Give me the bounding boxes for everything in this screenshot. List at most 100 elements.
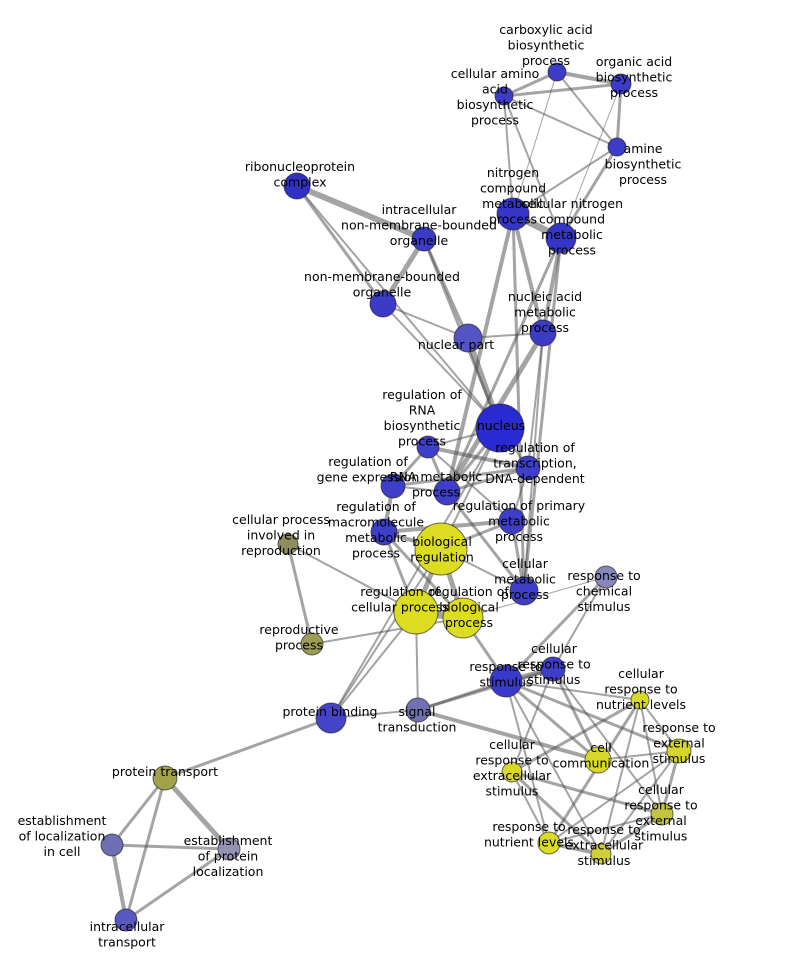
edge-organic--amine — [615, 82, 623, 149]
edge-est_prot_loc--intra_transport — [124, 847, 231, 922]
node-prot_bind[interactable] — [315, 702, 347, 734]
edge-cell_resp_nutrient--cell_resp_extracell — [510, 698, 642, 774]
node-amino[interactable] — [494, 86, 514, 106]
edge-resp_chem--cell_resp_stim — [552, 576, 607, 670]
node-nucleus[interactable] — [475, 403, 525, 453]
node-cellnitro[interactable] — [545, 222, 577, 254]
edge-reg_primary--reg_rna — [427, 446, 513, 522]
node-resp_nutrient[interactable] — [537, 831, 561, 855]
edge-cell_met--rna_met — [445, 490, 526, 593]
node-reg_gene[interactable] — [380, 473, 406, 499]
edge-resp_external--resp_extracell — [600, 750, 680, 855]
edge-carb--organic — [555, 70, 623, 86]
node-cell_resp_stim[interactable] — [540, 656, 566, 682]
node-intra_transport[interactable] — [114, 908, 138, 932]
edge-resp_external--cell_comm — [597, 750, 680, 761]
edge-repro_in_cell--repro — [286, 542, 314, 646]
edge-nmb--nucleus — [382, 303, 501, 429]
edge-prot_transport--intra_transport — [124, 776, 167, 922]
node-ribo[interactable] — [283, 172, 311, 200]
edge-cellnitro--rna_met — [445, 236, 563, 494]
edge-amine--cellnitro — [559, 145, 619, 240]
node-repro[interactable] — [300, 632, 324, 656]
edge-reg_tx--rna_met — [445, 466, 530, 494]
node-bio_reg[interactable] — [414, 522, 468, 576]
node-cell_comm[interactable] — [584, 746, 612, 774]
node-cell_met[interactable] — [509, 576, 539, 606]
edge-ribo--nmb — [295, 184, 385, 306]
edge-amino--cellnitro — [503, 95, 562, 239]
edge-organic--amino — [502, 82, 623, 98]
edge-cellnitro--cell_met — [522, 236, 563, 593]
node-repro_in_cell[interactable] — [277, 533, 299, 555]
node-carb[interactable] — [547, 62, 567, 82]
node-label-nuclear_part: nuclear part — [418, 337, 494, 352]
node-rna_met[interactable] — [433, 478, 461, 506]
node-reg_bio_proc[interactable] — [442, 597, 484, 639]
node-signal_td[interactable] — [405, 697, 431, 723]
node-est_prot_loc[interactable] — [217, 837, 241, 861]
node-resp_chem[interactable] — [594, 565, 618, 589]
node-reg_rna[interactable] — [416, 435, 440, 459]
node-resp_stim[interactable] — [489, 664, 523, 698]
node-organic[interactable] — [610, 73, 632, 95]
edge-cell_resp_extracell--resp_nutrient — [511, 771, 550, 844]
edge-cell_resp_stim--cell_resp_extracell — [511, 668, 554, 773]
node-reg_tx[interactable] — [515, 455, 541, 481]
node-amine[interactable] — [607, 137, 627, 157]
node-intra_nmb[interactable] — [411, 226, 437, 252]
node-nmb[interactable] — [369, 290, 397, 318]
node-reg_macro[interactable] — [370, 518, 398, 546]
node-reg_primary[interactable] — [498, 507, 526, 535]
node-cell_resp_extracell[interactable] — [501, 761, 523, 783]
node-prot_transport[interactable] — [152, 765, 178, 791]
node-nuclear_part[interactable] — [453, 323, 483, 353]
edge-amino--nitrogen — [503, 95, 514, 215]
node-nitrogen[interactable] — [496, 197, 530, 231]
node-resp_external[interactable] — [666, 738, 692, 764]
edge-amine--nitrogen — [512, 146, 618, 215]
edge-ribo--nucleus — [296, 185, 501, 429]
edge-prot_bind--reg_cell_proc — [330, 611, 417, 719]
node-reg_cell_proc[interactable] — [393, 589, 439, 635]
edge-cell_comm--signal_td — [416, 708, 600, 762]
node-cell_resp_nutrient[interactable] — [630, 690, 650, 710]
node-resp_extracell[interactable] — [590, 843, 612, 865]
node-nucleic[interactable] — [529, 319, 557, 347]
node-cell_resp_external[interactable] — [650, 802, 674, 826]
node-est_loc_cell[interactable] — [100, 833, 124, 857]
edge-repro_in_cell--reg_cell_proc — [287, 543, 417, 613]
edge-resp_stim--cell_resp_nutrient — [505, 680, 641, 701]
edge-nmb--nuclear_part — [382, 303, 469, 339]
edge-cell_resp_stim--cell_resp_external — [552, 668, 663, 815]
